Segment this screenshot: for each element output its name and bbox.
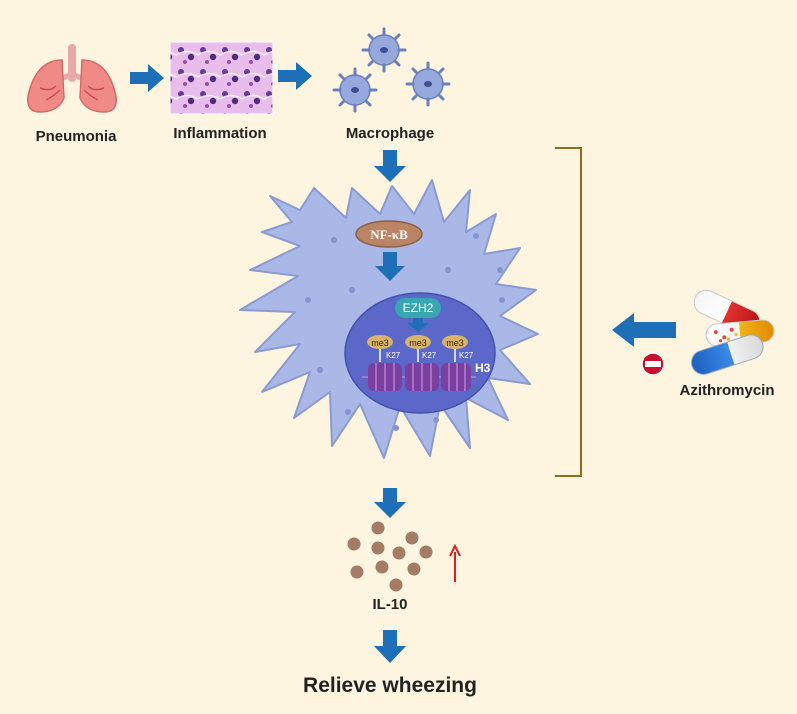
pill-capsule-icon	[690, 289, 775, 375]
me3-label-3: me3	[446, 338, 464, 348]
methyl-mark-3: me3 K27	[442, 335, 474, 362]
inhibit-arrow	[612, 313, 676, 347]
ezh2-label: EZH2	[403, 301, 434, 315]
inflammation-label: Inflammation	[173, 125, 266, 142]
flow-arrow-down-2	[375, 252, 405, 281]
k27-label-2: K27	[422, 351, 437, 360]
bracket	[555, 147, 582, 477]
tissue-histology-image	[169, 41, 274, 115]
me3-label-2: me3	[409, 338, 427, 348]
nfkb-label: NF-κB	[370, 227, 408, 242]
lungs-icon	[27, 44, 117, 113]
me3-label-1: me3	[371, 338, 389, 348]
inhibit-sign-icon	[641, 352, 665, 376]
flow-arrow-2	[278, 62, 312, 90]
k27-label-3: K27	[459, 351, 474, 360]
h3-label: H3	[475, 361, 491, 375]
flow-arrow-1	[130, 64, 164, 92]
il10-cluster	[347, 521, 433, 592]
histone-h3	[362, 363, 476, 391]
methyl-mark-1: me3 K27	[367, 335, 401, 362]
methyl-mark-2: me3 K27	[405, 335, 437, 362]
k27-label-1: K27	[386, 351, 401, 360]
nfkb-badge: NF-κB	[355, 220, 423, 248]
il10-label: IL-10	[372, 596, 407, 613]
macrophage-label: Macrophage	[346, 125, 434, 142]
pneumonia-label: Pneumonia	[36, 128, 118, 145]
macrophage-icon	[332, 27, 451, 113]
flow-arrow-down-1	[374, 150, 406, 182]
ezh2-badge: EZH2	[395, 298, 441, 332]
azithromycin-label: Azithromycin	[679, 382, 774, 399]
increase-arrow-icon	[449, 543, 461, 582]
flow-arrow-down-3	[374, 488, 406, 518]
flow-arrow-down-4	[374, 630, 406, 663]
relieve-wheezing-label: Relieve wheezing	[303, 674, 477, 697]
